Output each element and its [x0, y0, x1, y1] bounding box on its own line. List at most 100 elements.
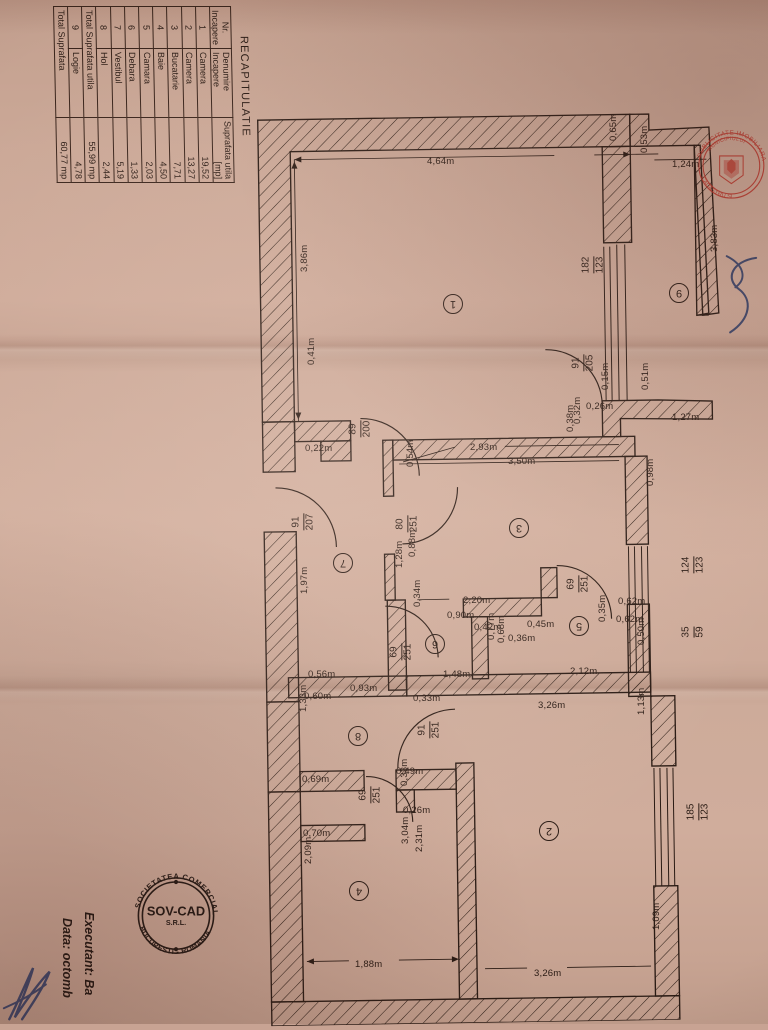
- dimension-label: 0,36m: [508, 634, 535, 644]
- opening-height: 123: [700, 804, 711, 821]
- opening-width: 69: [389, 644, 400, 661]
- opening-width: 80: [395, 516, 406, 533]
- dimension-label: 0,22m: [305, 444, 332, 454]
- room-number-text: 7: [340, 557, 346, 569]
- dimension-label: 0,93m: [350, 684, 377, 694]
- dimension-label: 0,33m: [413, 694, 440, 704]
- dimension-label: 1,33m: [299, 685, 309, 712]
- room-number-marker: 2: [539, 821, 559, 841]
- dimension-label: 1,09m: [652, 903, 662, 930]
- company-stamp-name: SOV-CAD: [147, 904, 205, 919]
- dimension-label: 0,33m: [400, 759, 410, 786]
- room-number-marker: 1: [443, 294, 463, 314]
- dimension-label: 0,35m: [598, 595, 608, 622]
- dimension-label: 0,56m: [308, 670, 335, 680]
- opening-width: 89: [348, 421, 359, 438]
- room-number-marker: 9: [669, 283, 689, 303]
- opening-height: 251: [409, 516, 420, 533]
- room-number-marker: 8: [348, 726, 368, 746]
- opening-height: 200: [362, 421, 373, 438]
- opening-width: 35: [682, 626, 693, 637]
- room-number-text: 9: [676, 287, 682, 299]
- opening-height: 123: [695, 557, 706, 574]
- dimension-label: 0,38m: [566, 405, 576, 432]
- dimension-label: 0,68m: [497, 616, 507, 643]
- room-number-marker: 7: [333, 553, 353, 573]
- company-stamp-sub: S.R.L.: [166, 918, 186, 927]
- opening-width: 91: [571, 355, 582, 372]
- door-swing-arcs: [273, 349, 614, 824]
- dimension-label: 3,26m: [534, 969, 561, 979]
- opening-width: 185: [686, 804, 697, 821]
- dimension-label: 0,41m: [307, 338, 317, 365]
- opening-width: 124: [681, 557, 692, 574]
- room-number-marker: 4: [349, 881, 369, 901]
- room-number-text: 5: [576, 620, 582, 632]
- dimension-label: 0,34m: [413, 580, 423, 607]
- company-stamp-outer2: BUCURESTI - ROMANIA: [138, 925, 213, 956]
- dimension-label: 1,28m: [395, 541, 405, 568]
- dimension-label: 0,62m: [616, 615, 643, 625]
- dimension-label: 0,45m: [527, 620, 554, 630]
- room-number-text: 2: [546, 825, 552, 837]
- opening-height: 123: [595, 257, 606, 274]
- room-number-text: 6: [432, 638, 438, 650]
- room-number-marker: 3: [509, 518, 529, 538]
- room-number-text: 1: [450, 298, 456, 310]
- dimension-label: 3,86m: [300, 245, 310, 272]
- handwritten-initial-top-right: [718, 250, 768, 342]
- dimension-label: 2,09m: [304, 837, 314, 864]
- room-number-text: 3: [516, 522, 522, 534]
- opening-height: 205: [585, 355, 596, 372]
- opening-width: 91: [291, 514, 302, 531]
- opening-height: 251: [403, 644, 414, 661]
- dimension-label: 1,88m: [355, 960, 382, 970]
- dimension-label: 0,15m: [601, 363, 611, 390]
- dimension-label: 4,64m: [427, 157, 454, 167]
- wall-hatching: [258, 113, 730, 1026]
- footer-executant: Executant: Ba: [82, 912, 96, 995]
- dimension-label: 1,48m: [443, 670, 470, 680]
- red-stamp-line1: PUBLICITATE IMOBILIARA: [696, 129, 767, 162]
- svg-text:PUBLICITATE IMOBILIARA: PUBLICITATE IMOBILIARA: [696, 129, 767, 162]
- dimension-label: 2,31m: [415, 825, 425, 852]
- room-number-marker: 6: [425, 634, 445, 654]
- dimension-label: 2,93m: [470, 443, 497, 453]
- red-stamp-line3: CADASTRU SI: [699, 176, 733, 200]
- dimension-label: 2,12m: [570, 667, 597, 677]
- dimension-label: 0,90m: [447, 611, 474, 621]
- dimension-label: 0,51m: [641, 363, 651, 390]
- dimension-label: 3,50m: [508, 457, 535, 467]
- opening-height: 251: [372, 787, 383, 804]
- opening-height: 251: [431, 722, 442, 739]
- dimension-label: 1,13m: [637, 688, 647, 715]
- opening-height: 207: [305, 514, 316, 531]
- dimension-label: 0,26m: [586, 402, 613, 412]
- dimension-label: 0,54m: [406, 440, 416, 467]
- dimension-label: 0,26m: [403, 806, 430, 816]
- official-red-stamp: PUBLICITATE IMOBILIARA MUNICIPIULUI CADA…: [692, 104, 768, 212]
- svg-text:CADASTRU SI: CADASTRU SI: [699, 176, 733, 200]
- footer-date: Data: octomb: [60, 918, 74, 998]
- company-stamp: SOCIETATEA COMERCIALA BUCURESTI - ROMANI…: [128, 866, 224, 962]
- dimension-label: 1,97m: [300, 567, 310, 594]
- dimension-label: 0,53m: [640, 126, 650, 153]
- dimension-label: 0,62m: [618, 597, 645, 607]
- opening-width: 69: [566, 576, 577, 593]
- opening-width: 182: [581, 257, 592, 274]
- room-number-marker: 5: [569, 616, 589, 636]
- svg-text:BUCURESTI - ROMANIA: BUCURESTI - ROMANIA: [138, 925, 213, 956]
- room-number-text: 4: [356, 885, 362, 897]
- opening-width: 91: [417, 722, 428, 739]
- room-number-text: 8: [355, 730, 361, 742]
- opening-height: 59: [695, 626, 706, 637]
